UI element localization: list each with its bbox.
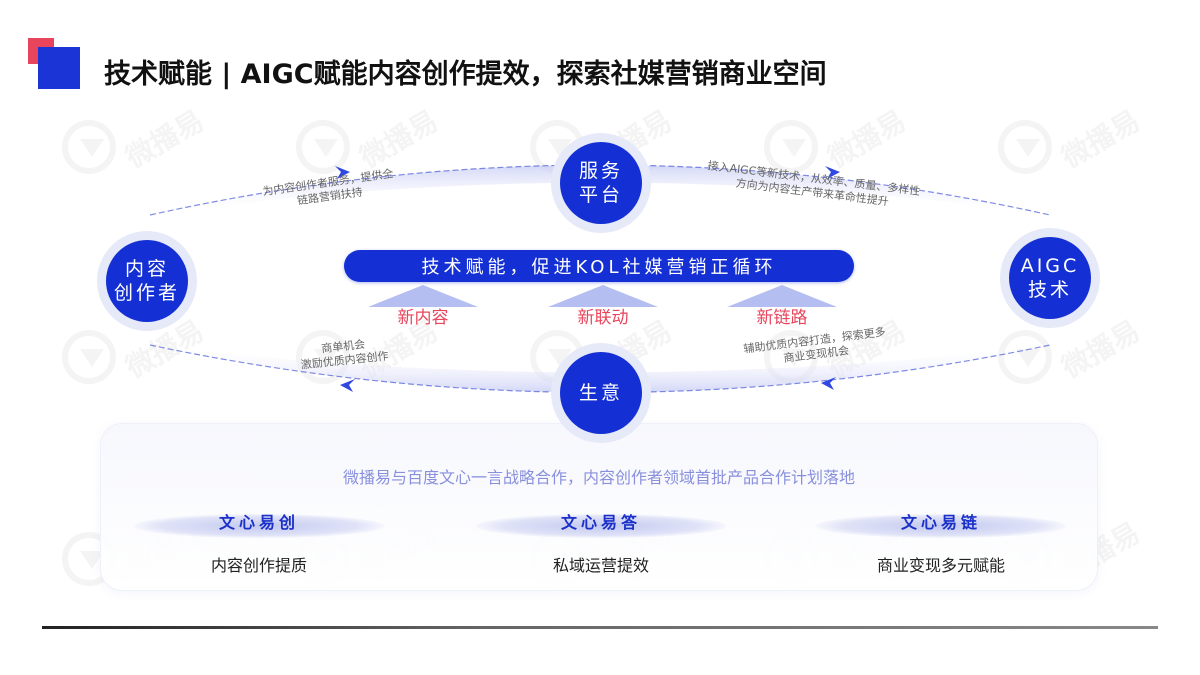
product-desc: 商业变现多元赋能 — [876, 556, 1005, 575]
center-banner: 技术赋能，促进KOL社媒营销正循环 — [344, 250, 854, 282]
up-arrow-label: 新内容 — [397, 308, 449, 328]
partnership-panel: 微播易与百度文心一言战略合作，内容创作者领域首批产品合作计划落地 文心易创 内容… — [100, 423, 1098, 591]
up-arrow-new-linkage: 新联动 — [548, 285, 658, 333]
node-label: 服务 — [578, 160, 623, 182]
product-desc: 私域运营提效 — [552, 556, 649, 575]
node-label: 平台 — [578, 184, 623, 206]
product-desc: 内容创作提质 — [210, 556, 307, 575]
product-pill — [134, 514, 384, 538]
up-arrow-label: 新链路 — [756, 308, 808, 328]
product-card: 文心易创 内容创作提质 — [134, 504, 384, 575]
product-name: 文心易链 — [900, 513, 981, 532]
arrow-left-icon — [821, 377, 836, 390]
page-title: 技术赋能 | AIGC赋能内容创作提效，探索社媒营销商业空间 — [104, 59, 827, 90]
up-arrow-label: 新联动 — [577, 308, 629, 328]
arrow-right-icon — [825, 166, 840, 179]
up-arrow-new-content: 新内容 — [368, 285, 478, 333]
logo-mark — [28, 38, 86, 90]
arrow-left-icon — [340, 379, 355, 392]
product-pill — [476, 514, 726, 538]
node-label: 创作者 — [113, 282, 180, 304]
product-name: 文心易创 — [218, 513, 299, 532]
node-business: 生意 — [551, 343, 651, 443]
product-card: 文心易链 商业变现多元赋能 — [816, 504, 1066, 575]
node-label: 技术 — [1027, 279, 1072, 301]
up-arrow-new-chain: 新链路 — [727, 285, 837, 333]
logo-blue-square — [38, 47, 80, 89]
product-card: 文心易答 私域运营提效 — [476, 504, 726, 575]
up-arrow-icon — [548, 285, 658, 307]
up-arrow-icon — [727, 285, 837, 307]
node-label: 生意 — [578, 382, 623, 404]
product-name: 文心易答 — [560, 513, 641, 532]
node-label: AIGC — [1020, 255, 1080, 277]
footer-divider — [42, 626, 1158, 629]
up-arrow-icon — [368, 285, 478, 307]
arrow-right-icon — [335, 166, 350, 179]
node-label: 内容 — [124, 258, 169, 280]
node-content-creator: 内容创作者 — [97, 231, 197, 331]
product-pill — [816, 514, 1066, 538]
node-service-platform: 服务平台 — [551, 133, 651, 233]
partnership-subtitle: 微播易与百度文心一言战略合作，内容创作者领域首批产品合作计划落地 — [342, 468, 855, 487]
